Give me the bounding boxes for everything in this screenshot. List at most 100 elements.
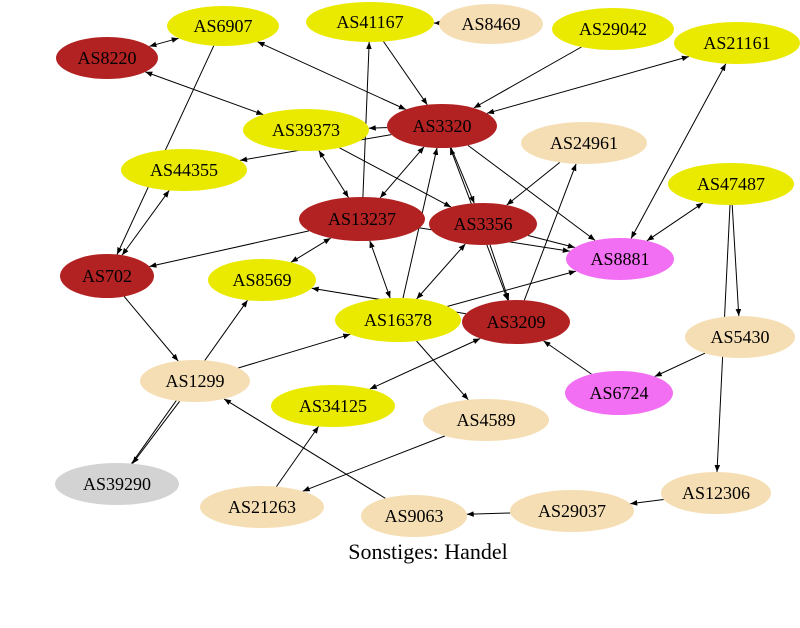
- edge-as13237-as16378: [369, 240, 391, 299]
- edge-as41167-as3320: [383, 41, 428, 106]
- edge-as3209-as24961: [523, 163, 577, 301]
- node-label: AS6907: [193, 16, 252, 36]
- edge-as1299-as16378: [238, 333, 351, 369]
- node-label: AS12306: [682, 483, 750, 503]
- node-label: AS8220: [77, 48, 136, 68]
- node-as1299: AS1299: [140, 360, 250, 402]
- edge-as24961-as3356: [506, 162, 561, 206]
- node-as39373: AS39373: [243, 109, 369, 151]
- edge-as3320-as3356: [450, 147, 475, 204]
- edge-as21161-as8881: [630, 63, 727, 239]
- node-label: AS5430: [710, 327, 769, 347]
- node-as8469: AS8469: [439, 4, 543, 44]
- node-shape: [423, 399, 549, 441]
- node-as47487: AS47487: [668, 163, 794, 205]
- node-as21161: AS21161: [674, 22, 800, 64]
- node-shape: [208, 259, 316, 301]
- node-as44355: AS44355: [121, 149, 247, 191]
- node-shape: [552, 8, 674, 50]
- node-as5430: AS5430: [685, 316, 795, 358]
- node-label: AS24961: [550, 133, 618, 153]
- edge-as3356-as3209: [489, 244, 510, 301]
- edge-as12306-as29037: [630, 499, 664, 506]
- node-as21263: AS21263: [200, 486, 324, 528]
- node-shape: [387, 104, 497, 148]
- node-as24961: AS24961: [521, 122, 647, 164]
- node-shape: [439, 4, 543, 44]
- node-shape: [200, 486, 324, 528]
- edge-as16378-as3356: [416, 243, 466, 300]
- node-as39290: AS39290: [55, 463, 179, 505]
- node-shape: [306, 2, 434, 42]
- node-as4589: AS4589: [423, 399, 549, 441]
- node-as702: AS702: [60, 254, 154, 298]
- node-as8881: AS8881: [566, 238, 674, 280]
- edge-as3320-as13237: [379, 146, 425, 199]
- edge-as9063-as1299: [223, 398, 386, 499]
- node-shape: [462, 300, 570, 344]
- node-label: AS47487: [697, 174, 765, 194]
- node-label: AS21263: [228, 497, 296, 517]
- edge-as8220-as6907: [149, 37, 179, 48]
- node-label: AS9063: [384, 506, 443, 526]
- node-label: AS8881: [590, 249, 649, 269]
- node-label: AS4589: [456, 410, 515, 430]
- node-shape: [510, 490, 634, 532]
- node-label: AS8569: [232, 270, 291, 290]
- edge-as29037-as9063: [466, 511, 511, 517]
- node-label: AS39290: [83, 474, 151, 494]
- node-as8569: AS8569: [208, 259, 316, 301]
- node-shape: [56, 37, 158, 79]
- node-as34125: AS34125: [271, 385, 395, 427]
- node-as3356: AS3356: [429, 203, 537, 245]
- node-label: AS8469: [461, 14, 520, 34]
- node-shape: [521, 122, 647, 164]
- edge-as29042-as3320: [473, 46, 582, 109]
- node-shape: [299, 197, 425, 241]
- edge-as34125-as3209: [369, 338, 481, 390]
- node-as9063: AS9063: [361, 495, 467, 537]
- node-label: AS21161: [703, 33, 770, 53]
- node-label: AS39373: [272, 120, 340, 140]
- node-label: AS41167: [336, 12, 403, 32]
- node-label: AS702: [82, 266, 132, 286]
- node-shape: [271, 385, 395, 427]
- node-as12306: AS12306: [661, 472, 771, 514]
- node-shape: [429, 203, 537, 245]
- edge-as44355-as702: [121, 190, 170, 256]
- edge-as5430-as6724: [654, 352, 706, 377]
- node-label: AS3320: [412, 116, 471, 136]
- edge-as6724-as3209: [543, 340, 592, 375]
- node-shape: [661, 472, 771, 514]
- node-label: AS13237: [328, 209, 396, 229]
- node-label: AS16378: [364, 310, 432, 330]
- node-as8220: AS8220: [56, 37, 158, 79]
- edge-as13237-as702: [149, 230, 310, 268]
- node-shape: [361, 495, 467, 537]
- node-label: AS3356: [453, 214, 512, 234]
- node-as13237: AS13237: [299, 197, 425, 241]
- node-label: AS44355: [150, 160, 218, 180]
- edge-as13237-as41167: [362, 41, 372, 198]
- edge-as13237-as8569: [290, 237, 331, 263]
- node-shape: [55, 463, 179, 505]
- graph-caption: Sonstiges: Handel: [348, 539, 508, 564]
- edge-as21263-as34125: [275, 426, 320, 487]
- node-shape: [243, 109, 369, 151]
- node-shape: [566, 238, 674, 280]
- node-label: AS29037: [538, 501, 606, 521]
- node-shape: [60, 254, 154, 298]
- node-as3320: AS3320: [387, 104, 497, 148]
- node-label: AS6724: [589, 383, 648, 403]
- edge-as39373-as13237: [318, 150, 349, 198]
- edge-as47487-as8881: [646, 202, 704, 242]
- node-as3209: AS3209: [462, 300, 570, 344]
- edge-as3320-as39373: [368, 125, 388, 131]
- node-as29037: AS29037: [510, 490, 634, 532]
- node-label: AS34125: [299, 396, 367, 416]
- node-label: AS3209: [486, 312, 545, 332]
- node-shape: [674, 22, 800, 64]
- edge-as4589-as21263: [302, 435, 446, 492]
